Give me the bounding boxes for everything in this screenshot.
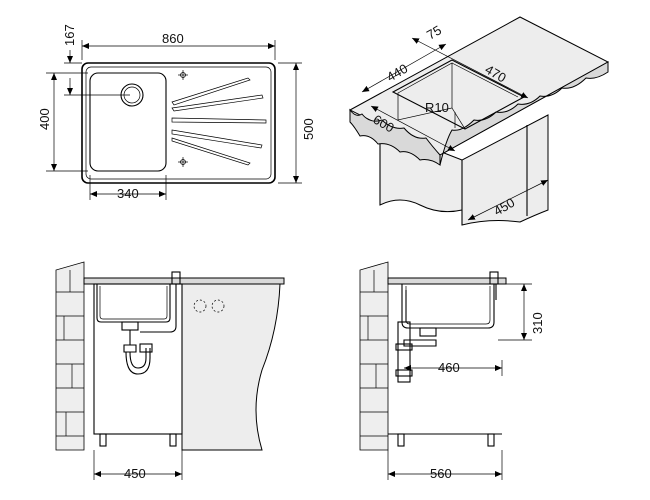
countertop-edge-front	[439, 61, 609, 166]
dim-width-label: 860	[162, 31, 184, 46]
connector-icon	[193, 299, 207, 313]
side-countertop	[387, 277, 507, 285]
front-dim-cabinet-width: 450	[124, 466, 146, 481]
cabinet-side-panel	[181, 283, 281, 451]
side-dim-cabinet-depth: 560	[430, 466, 452, 481]
front-view: 450	[55, 261, 285, 481]
front-bowl	[96, 284, 171, 323]
side-bowl	[401, 284, 495, 329]
dim-drain-offset-label: 167	[62, 24, 77, 46]
drain-fitting	[121, 321, 139, 331]
side-view: 310 460 560	[359, 261, 545, 481]
drainboard-grooves	[171, 77, 267, 166]
dim-bowl-width-label: 340	[117, 186, 139, 201]
side-dim-pipe-offset: 460	[438, 360, 460, 375]
side-brick-wall	[359, 261, 389, 451]
side-drain-fitting	[419, 327, 437, 337]
dim-height-label: 500	[301, 118, 316, 140]
iso-dim-r10: R10	[425, 100, 449, 115]
top-view: 860 500 400 167 340	[37, 24, 316, 201]
dim-bowl-height-label: 400	[37, 108, 52, 130]
sink-bowl	[89, 72, 167, 172]
front-countertop	[83, 277, 285, 285]
side-dim-bowl-depth: 310	[530, 312, 545, 334]
isometric-view: 75 440 470 R10 600 450	[348, 16, 610, 226]
cabinet-body	[93, 283, 183, 435]
sink-outline	[81, 62, 276, 184]
iso-dim-75: 75	[424, 22, 444, 42]
brick-wall	[55, 261, 85, 451]
side-trap-pipe	[397, 321, 411, 383]
